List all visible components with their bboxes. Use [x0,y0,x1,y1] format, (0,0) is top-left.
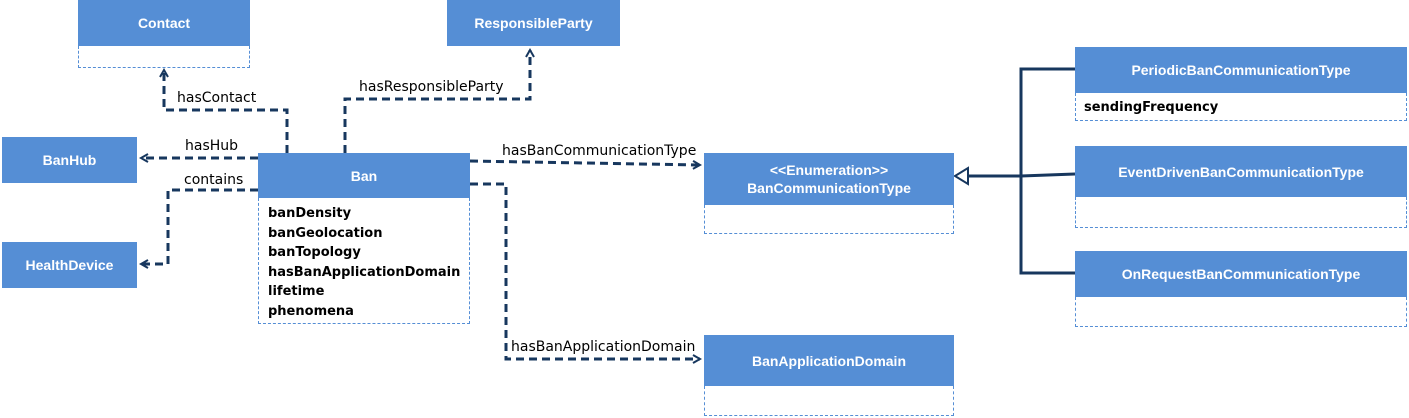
edge-generalization-event-driven [1020,172,1076,178]
class-periodic-name: PeriodicBanCommunicationType [1075,47,1407,93]
class-contact-name: Contact [78,0,250,46]
class-ban-attributes: banDensity banGeolocation banTopology ha… [258,198,470,324]
attribute-ban-geolocation: banGeolocation [268,225,383,241]
attribute-ban-topology: banTopology [268,245,361,260]
class-on-request-name: OnRequestBanCommunicationType [1075,251,1407,297]
edge-generalization-periodic [1019,67,1075,275]
label-has-hub: hasHub [185,138,239,154]
attribute-ban-density: banDensity [268,206,352,221]
label-contains: contains [184,172,244,188]
class-ban-communication-type-stereotype: <<Enumeration>> [769,162,889,178]
class-ban-communication-type-name: BanCommunicationType [747,180,911,196]
class-ban-hub-name: BanHub [2,137,137,183]
class-ban-application-domain-name: BanApplicationDomain [704,335,954,386]
class-health-device-name: HealthDevice [2,242,137,288]
class-ban-communication-type-head: <<Enumeration>> BanCommunicationType [704,153,954,205]
class-periodic-attributes: sendingFrequency [1075,93,1407,121]
class-ban-name: Ban [258,153,470,198]
class-on-request-body [1075,297,1407,327]
class-ban-application-domain-body [704,386,954,416]
edge-has-ban-communication-type [469,159,700,165]
class-event-driven-name: EventDrivenBanCommunicationType [1075,146,1407,197]
label-has-responsible-party: hasResponsibleParty [359,79,504,95]
class-contact-body [78,46,250,68]
attribute-phenomena: phenomena [268,303,354,319]
generalization-triangle-icon [953,166,969,186]
class-event-driven-body [1075,197,1407,228]
attribute-lifetime: lifetime [268,284,325,299]
edge-has-contact [164,70,289,153]
edge-has-ban-application-domain [470,182,700,359]
class-responsible-party-name: ResponsibleParty [447,0,620,46]
attribute-has-ban-application-domain: hasBanApplicationDomain [268,264,461,280]
edge-contains [141,188,258,264]
label-has-contact: hasContact [177,90,257,106]
class-ban-communication-type-body [704,205,954,234]
edge-has-responsible-party [343,50,530,153]
label-has-ban-communication-type: hasBanCommunicationType [502,143,697,159]
label-has-ban-application-domain: hasBanApplicationDomain [511,339,696,355]
attribute-sending-frequency: sendingFrequency [1084,100,1219,115]
